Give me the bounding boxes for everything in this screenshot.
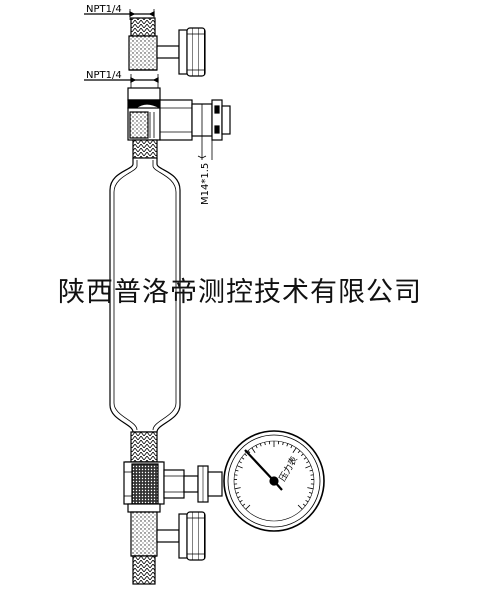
- gauge-tick: [238, 461, 242, 464]
- gauge-tick: [235, 492, 239, 494]
- gauge-tick: [300, 453, 304, 457]
- gauge-tick: [264, 442, 266, 446]
- gauge-tick: [244, 453, 248, 457]
- gauge-tick: [297, 450, 301, 454]
- gauge-tick: [305, 499, 309, 503]
- top-handwheel: [186, 27, 206, 77]
- gauge-tick: [306, 461, 310, 464]
- bottom-valve-stem: [156, 529, 180, 543]
- gauge-tick: [237, 496, 241, 499]
- company-name: 陕西普洛帝测控技术有限公司: [58, 277, 422, 308]
- bottom-handwheel: [186, 511, 206, 561]
- gauge-tick: [309, 492, 313, 494]
- gauge-tick: [282, 442, 284, 446]
- pressure-gauge: [223, 430, 325, 532]
- gauge-tick: [259, 443, 262, 447]
- bottom-thread: [132, 555, 156, 585]
- top-valve-body: [128, 35, 158, 71]
- gauge-tick: [241, 457, 245, 460]
- lower-neck-thread: [130, 431, 158, 463]
- gauge-tick: [292, 447, 297, 453]
- side-thread-label: M14*1.5: [200, 163, 211, 205]
- gauge-needle: [244, 449, 275, 482]
- gauge-tick: [247, 450, 251, 454]
- top-thread-label: NPT1/4: [86, 4, 122, 15]
- bottom-valve-body: [130, 511, 158, 557]
- gauge-tick: [307, 496, 311, 499]
- gauge-tick: [245, 504, 251, 510]
- gauge-tick: [303, 457, 307, 460]
- gauge-tick: [305, 465, 312, 469]
- gauge-tick: [239, 499, 243, 503]
- top-thread: [130, 17, 156, 37]
- gauge-tick: [290, 445, 293, 449]
- gauge-tick: [297, 504, 303, 510]
- gauge-tick: [286, 443, 289, 447]
- gauge-tick: [307, 487, 314, 490]
- side-m14-plug: [191, 99, 231, 160]
- inner-thread-label: NPT1/4: [86, 70, 122, 81]
- gauge-tick: [234, 487, 241, 490]
- gauge-tick: [235, 469, 239, 472]
- gauge-tick: [236, 465, 243, 469]
- gauge-tick: [302, 503, 306, 507]
- upper-tee-fitting: [127, 87, 193, 141]
- gauge-tick: [251, 447, 256, 453]
- gauge-tick: [255, 445, 258, 449]
- top-thread-dimension: [84, 9, 155, 20]
- upper-neck-thread: [132, 139, 158, 159]
- lower-tee-fitting: [123, 461, 223, 505]
- gauge-tick: [242, 503, 246, 507]
- gauge-tick: [309, 469, 313, 472]
- top-valve-stem: [156, 45, 180, 59]
